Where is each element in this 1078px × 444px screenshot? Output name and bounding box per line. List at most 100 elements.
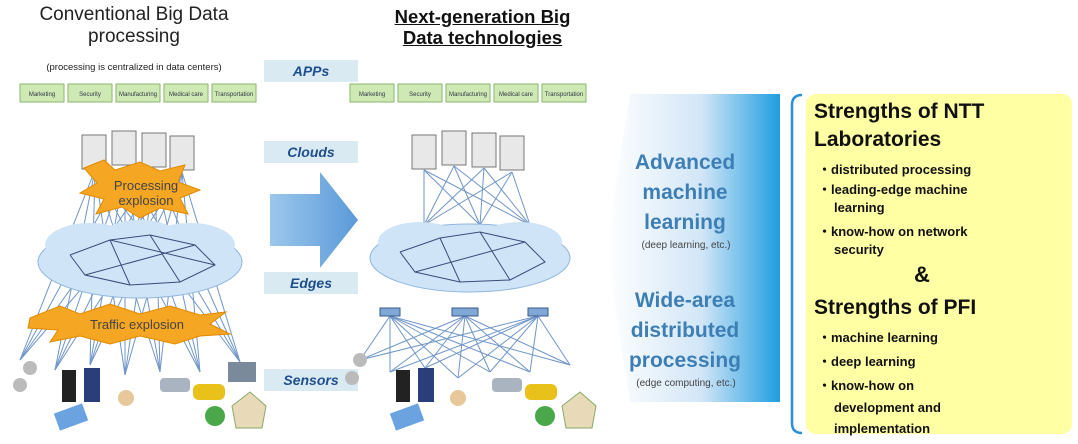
app-box — [397, 83, 443, 103]
advanced-line2: machine — [642, 181, 728, 204]
link-line — [423, 165, 455, 226]
app-box-label: Marketing — [29, 92, 55, 98]
ntt-item: security — [834, 242, 884, 257]
link-line — [359, 315, 539, 361]
sensor-devices — [13, 361, 267, 431]
traffic-burst — [27, 303, 232, 345]
pfi-item: ・know-how on — [818, 378, 915, 393]
app-box-label: Manufacturing — [119, 92, 157, 98]
right-title-line1: Next-generation Big — [394, 6, 571, 27]
app-box-label: Medical care — [499, 92, 534, 98]
left-title-line1: Conventional Big Data — [39, 4, 229, 25]
link-line — [453, 165, 531, 226]
link-line — [453, 165, 481, 226]
link-line — [359, 315, 391, 361]
transition-arrow — [270, 172, 358, 268]
layer-edges: Edges — [264, 272, 358, 294]
server-cluster — [411, 130, 525, 171]
layer-clouds: Clouds — [264, 141, 358, 163]
link-line — [389, 315, 531, 373]
edge-links — [359, 315, 571, 379]
network-mesh — [399, 231, 546, 283]
processing-burst — [78, 159, 202, 219]
layer-apps: APPs — [264, 60, 358, 82]
technology-panel — [606, 94, 780, 402]
app-box — [115, 83, 161, 103]
app-box-label: Manufacturing — [449, 92, 487, 98]
app-box — [211, 83, 257, 103]
app-box-label: Medical care — [169, 92, 204, 98]
processing-burst-line1: Processing — [113, 178, 179, 193]
processing-burst-label: Processing explosion — [96, 178, 196, 208]
app-boxes: Marketing Security Manufacturing Medical ca… — [19, 83, 257, 103]
right-title: Next-generation Big Data technologies — [345, 6, 620, 48]
right-title-line2: Data technologies — [402, 27, 563, 48]
wide-line2: distributed — [630, 319, 740, 342]
left-subtitle: (processing is centralized in data cente… — [46, 62, 222, 73]
ampersand: & — [914, 262, 930, 287]
app-box-label: Marketing — [359, 92, 385, 98]
link-line — [537, 315, 571, 366]
ntt-item: ・know-how on network — [818, 224, 968, 239]
pfi-item: implementation — [834, 421, 931, 436]
left-title-line2: processing — [88, 26, 180, 47]
link-line — [511, 171, 531, 226]
right-diagram: Marketing Security Manufacturing Medical ca… — [345, 83, 597, 431]
ntt-heading-line2: Laboratories — [814, 128, 942, 151]
app-box — [493, 83, 539, 103]
link-line — [424, 315, 539, 369]
advanced-note: (deep learning, etc.) — [641, 240, 731, 251]
pfi-item: ・machine learning — [818, 330, 938, 345]
link-line — [423, 171, 513, 226]
bracket-divider — [790, 93, 803, 435]
advanced-line1: Advanced — [634, 151, 736, 174]
ntt-item: ・distributed processing — [818, 162, 972, 177]
network-mesh — [69, 234, 216, 286]
sensor-devices — [345, 353, 597, 431]
edge-nodes — [379, 307, 549, 317]
link-line — [479, 171, 513, 226]
link-line — [389, 315, 466, 373]
link-line — [479, 167, 485, 226]
wide-note: (edge computing, etc.) — [636, 378, 736, 389]
app-box — [349, 83, 395, 103]
ntt-item: learning — [834, 200, 885, 215]
link-line — [359, 315, 466, 361]
cloud-links — [423, 165, 531, 226]
link-line — [423, 169, 481, 226]
link-line — [424, 315, 466, 369]
strengths-panel — [806, 94, 1072, 434]
link-line — [389, 315, 571, 366]
pfi-item: development and — [834, 400, 941, 415]
app-box — [163, 83, 209, 103]
link-line — [464, 315, 531, 373]
app-box-label: Security — [79, 92, 101, 98]
pfi-item: ・deep learning — [818, 354, 916, 369]
link-line — [529, 315, 539, 373]
ntt-item: ・leading-edge machine — [818, 182, 968, 197]
app-box — [541, 83, 587, 103]
link-line — [423, 167, 485, 226]
link-line — [389, 315, 491, 373]
app-box — [19, 83, 65, 103]
link-line — [457, 315, 466, 379]
link-line — [389, 315, 426, 369]
app-box — [67, 83, 113, 103]
processing-burst-line2: explosion — [118, 193, 174, 208]
pfi-heading: Strengths of PFI — [814, 296, 977, 319]
ntt-heading-line1: Strengths of NTT — [814, 100, 985, 123]
app-box — [445, 83, 491, 103]
advanced-line3: learning — [644, 211, 726, 234]
wide-line1: Wide-area — [634, 289, 736, 312]
left-diagram: Marketing Security Manufacturing Medical ca… — [13, 83, 267, 431]
link-line — [457, 315, 539, 379]
app-box-label: Security — [409, 92, 431, 98]
app-box-label: Transportation — [215, 92, 253, 98]
left-title: Conventional Big Data processing — [0, 4, 268, 48]
link-line — [389, 315, 539, 373]
edge-network-cloud — [37, 220, 243, 299]
wide-line3: processing — [628, 349, 742, 372]
layer-sensors: Sensors — [264, 369, 358, 391]
link-line — [489, 315, 539, 373]
traffic-burst-label: Traffic explosion — [90, 317, 184, 332]
